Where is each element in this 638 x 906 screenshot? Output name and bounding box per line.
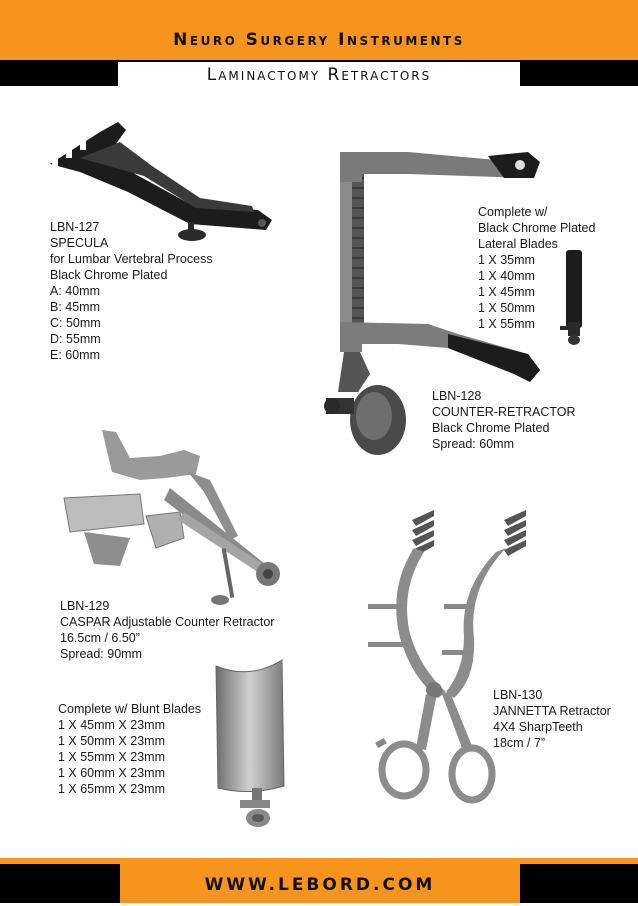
product-line: E: 60mm: [50, 348, 101, 362]
accessory-line: 1 X 65mm X 23mm: [58, 782, 165, 796]
accessory-line: 1 X 50mm X 23mm: [58, 734, 165, 748]
accessory-line: Lateral Blades: [478, 237, 558, 251]
lateral-blade-image: [560, 250, 582, 345]
product-line: Black Chrome Plated: [50, 268, 168, 282]
product-line: A: 40mm: [50, 284, 101, 298]
product-line: Black Chrome Plated: [432, 421, 550, 435]
accessory-line: 1 X 55mm: [478, 317, 535, 331]
blunt-blade-image: [215, 659, 285, 827]
page-subtitle: Laminactomy Retractors: [118, 62, 520, 86]
accessory-line: 1 X 45mm X 23mm: [58, 718, 165, 732]
product-line: C: 50mm: [50, 316, 101, 330]
accessory-line: 1 X 35mm: [478, 253, 535, 267]
accessory-line: Complete w/ Blunt Blades: [58, 702, 202, 716]
product-code-lbn-129: LBN-129: [60, 599, 110, 613]
product-code-lbn-130: LBN-130: [493, 688, 543, 702]
accessory-line: Black Chrome Plated: [478, 221, 596, 235]
product-line: 18cm / 7”: [493, 736, 546, 750]
product-line: CASPAR Adjustable Counter Retractor: [60, 615, 275, 629]
product-line: D: 55mm: [50, 332, 101, 346]
page-title: Neuro Surgery Instruments: [173, 30, 465, 50]
product-line: for Lumbar Vertebral Process: [50, 252, 213, 266]
product-code-lbn-128: LBN-128: [432, 389, 482, 403]
header-band: Neuro Surgery Instruments: [0, 0, 638, 60]
product-line: COUNTER-RETRACTOR: [432, 405, 576, 419]
product-line: Spread: 60mm: [432, 437, 514, 451]
product-line: B: 45mm: [50, 300, 101, 314]
accessory-line: 1 X 40mm: [478, 269, 535, 283]
jannetta-retractor-image: [368, 510, 526, 804]
footer-accent: [0, 858, 638, 864]
footer-band: WWW.LEBORD.COM: [0, 858, 638, 903]
product-line: JANNETTA Retractor: [493, 704, 611, 718]
footer-url[interactable]: WWW.LEBORD.COM: [120, 864, 520, 903]
accessory-line: 1 X 60mm X 23mm: [58, 766, 165, 780]
product-line: 16.5cm / 6.50”: [60, 631, 140, 645]
accessory-line: Complete w/: [478, 205, 548, 219]
product-line: 4X4 SharpTeeth: [493, 720, 583, 734]
product-code-lbn-127: LBN-127: [50, 220, 100, 234]
specula-image: [50, 122, 272, 241]
caspar-retractor-image: [63, 430, 280, 605]
product-line: SPECULA: [50, 236, 109, 250]
accessory-line: 1 X 45mm: [478, 285, 535, 299]
counter-retractor-image: [324, 152, 540, 455]
accessory-line: 1 X 50mm: [478, 301, 535, 315]
accessory-line: 1 X 55mm X 23mm: [58, 750, 165, 764]
product-line: Spread: 90mm: [60, 647, 142, 661]
